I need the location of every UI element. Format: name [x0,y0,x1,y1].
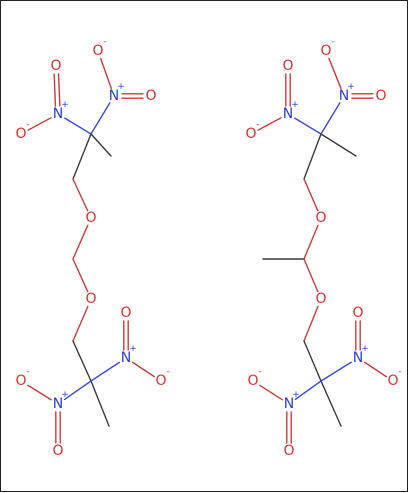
positive-charge-label: + [361,344,369,354]
single-bond [90,133,112,157]
single-bond [320,380,342,427]
single-bond [320,133,357,157]
oxygen-atom-label: O [85,210,96,226]
single-bond [72,305,89,342]
single-bond [90,361,121,382]
nitrogen-atom-label: N [53,396,63,412]
double-bond [57,73,61,107]
single-bond [72,224,89,260]
single-bond [303,258,319,293]
oxygen-atom-label: O [85,291,96,307]
single-bond [294,380,322,401]
single-bond [303,224,319,260]
single-bond [259,384,283,401]
single-bond [320,361,352,382]
nitrogen-atom-label: N [353,350,363,366]
negative-charge-label: - [26,367,29,377]
negative-charge-label: - [398,367,401,377]
oxygen-atom-label: O [155,373,166,389]
oxygen-atom-label: O [283,443,294,459]
single-bond [72,133,92,180]
single-bond [90,102,111,135]
single-bond [27,384,52,401]
nitrogen-atom-label: N [284,396,294,412]
oxygen-atom-label: O [387,373,398,389]
negative-charge-label: - [258,367,261,377]
oxygen-atom-label: O [320,43,331,59]
bond-layer [27,57,388,444]
single-bond [303,178,319,212]
oxygen-atom-label: O [375,88,386,104]
negative-charge-label: - [331,37,334,47]
nitrogen-atom-label: N [339,88,349,104]
single-bond [72,258,89,293]
single-bond [257,117,282,131]
nitrogen-atom-label: N [53,106,63,122]
nitrogen-atom-label: N [109,88,119,104]
single-bond [303,305,319,342]
single-bond [303,133,322,180]
single-bond [64,117,92,135]
double-bond [53,73,57,107]
single-bond [63,380,92,401]
oxygen-atom-label: O [315,291,326,307]
single-bond [72,340,92,382]
oxygen-atom-label: O [352,305,363,321]
single-bond [27,117,52,131]
single-bond [131,361,156,378]
oxygen-atom-label: O [15,373,26,389]
single-bond [363,361,388,378]
negative-charge-label: - [166,367,169,377]
oxygen-atom-label: O [282,58,293,74]
oxygen-atom-label: O [315,210,326,226]
single-bond [72,178,89,212]
oxygen-atom-label: O [120,305,131,321]
oxygen-atom-label: O [50,58,61,74]
positive-charge-label: + [61,390,69,400]
atom-layer: N+O-ON+OO-OON+OO-N+O-ON+O-ON+OO-OON+OO-N… [15,37,401,459]
oxygen-atom-label: O [92,43,103,59]
oxygen-atom-label: O [15,126,26,142]
negative-charge-label: - [26,120,29,130]
single-bond [294,117,322,135]
single-bond [320,102,341,135]
positive-charge-label: + [347,82,355,92]
positive-charge-label: + [292,390,300,400]
nitrogen-atom-label: N [283,106,293,122]
positive-charge-label: + [117,82,125,92]
oxygen-atom-label: O [145,88,156,104]
single-bond [99,57,113,90]
negative-charge-label: - [103,37,106,47]
oxygen-atom-label: O [52,443,63,459]
positive-charge-label: + [61,100,69,110]
negative-charge-label: - [256,120,259,130]
positive-charge-label: + [129,344,137,354]
oxygen-atom-label: O [245,126,256,142]
single-bond [90,380,110,427]
nitrogen-atom-label: N [121,350,131,366]
oxygen-atom-label: O [247,373,258,389]
single-bond [328,57,342,90]
single-bond [303,340,322,382]
positive-charge-label: + [291,100,299,110]
